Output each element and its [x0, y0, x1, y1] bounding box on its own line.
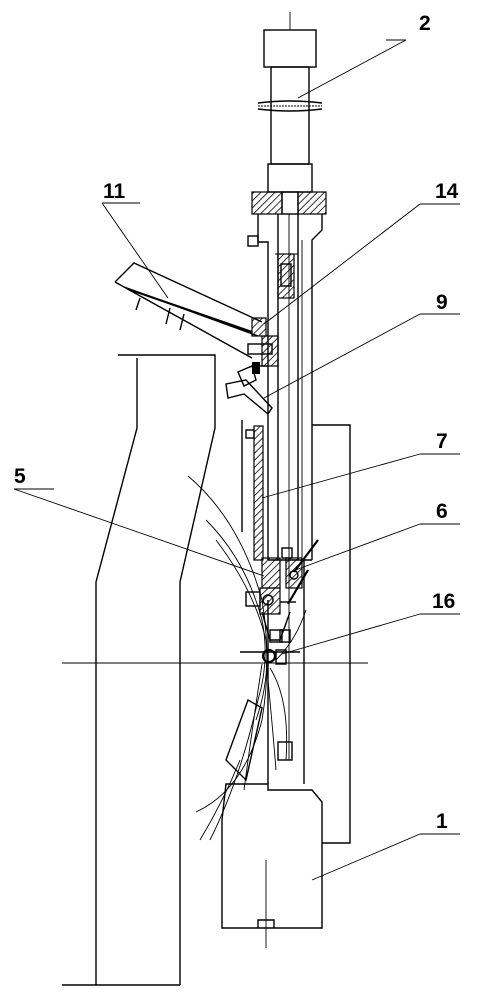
callout-14: 14	[435, 180, 459, 203]
flexible-strips	[187, 475, 307, 841]
callout-9: 9	[436, 291, 448, 314]
cylinder-part-2	[257, 12, 323, 193]
left-body	[62, 354, 216, 986]
callout-2: 2	[419, 12, 431, 35]
chute-part-11	[114, 262, 279, 367]
base-part-1	[221, 783, 323, 948]
callout-7: 7	[436, 430, 448, 453]
pivot-part-16	[240, 648, 300, 665]
gripper-part-5	[245, 587, 296, 643]
link-block	[275, 253, 298, 299]
right-rail	[312, 424, 351, 844]
callout-5: 5	[14, 465, 26, 488]
flange	[251, 191, 327, 215]
lower-guide	[225, 560, 305, 784]
leader-lines	[13, 39, 460, 881]
guide-lever-part-9	[225, 343, 273, 416]
callout-6: 6	[436, 500, 448, 523]
callout-11: 11	[103, 180, 126, 203]
callout-1: 1	[436, 810, 448, 833]
callout-16: 16	[432, 590, 455, 613]
slide-plate-part-7	[241, 420, 264, 561]
